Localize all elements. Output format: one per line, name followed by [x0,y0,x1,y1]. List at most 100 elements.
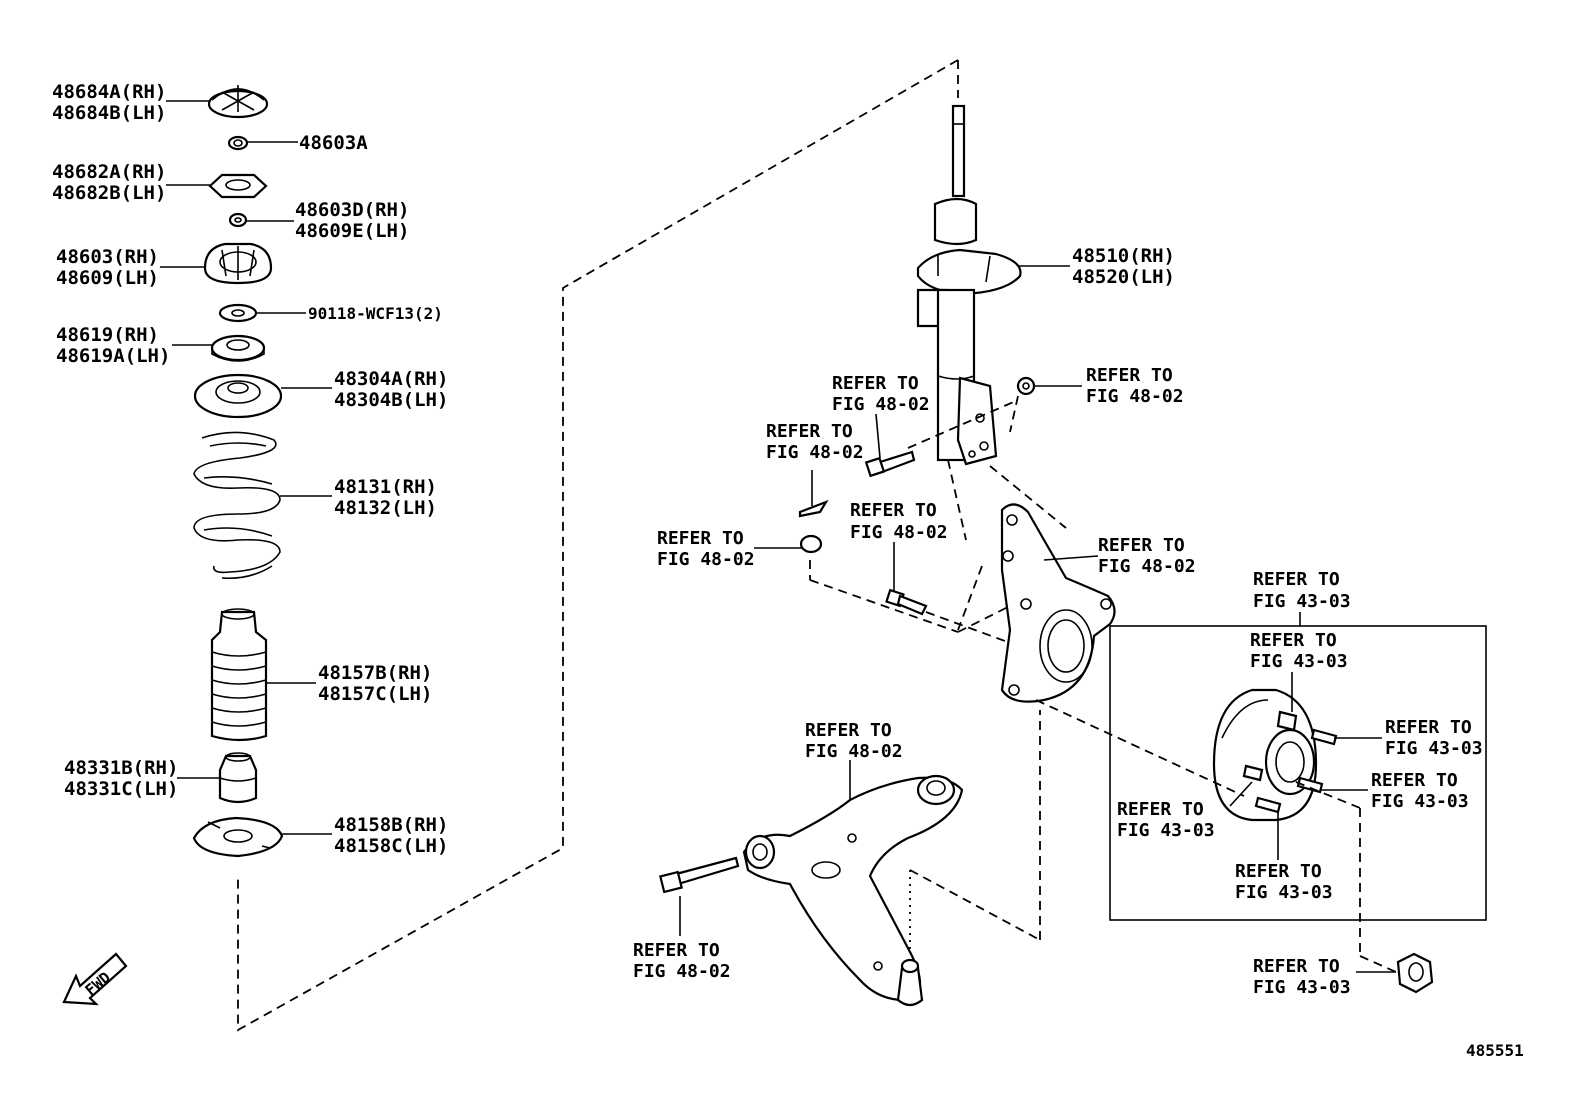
part-number-label: 48158B(RH) [334,814,448,836]
refer-to-callout: REFER TO FIG 43-03 [1253,569,1351,612]
refer-to-callout: REFER TO FIG 48-02 [766,421,864,463]
bellows-boot-part [210,608,268,742]
hub-detail-box [1109,625,1487,921]
refer-to-label: REFER TO [1385,717,1472,738]
refer-to-callout: REFER TO FIG 43-03 [1235,861,1333,903]
refer-fig-label: FIG 48-02 [657,549,755,570]
refer-to-label: REFER TO [633,940,720,961]
refer-to-callout: REFER TO FIG 43-03 [1117,799,1215,841]
refer-to-label: REFER TO [1086,365,1173,386]
refer-to-callout: REFER TO FIG 48-02 [832,373,930,459]
strut-bolt-part [864,450,916,478]
spring-seat-part [193,373,283,419]
refer-to-label: REFER TO [1117,799,1204,820]
refer-to-label: REFER TO [805,720,892,741]
part-number-label: 48510(RH) [1072,245,1175,267]
refer-fig-label: FIG 43-03 [1253,977,1351,998]
knuckle-bolt-part [885,588,928,616]
hub-nut-part [1396,952,1434,994]
strut-nut-part [1016,376,1036,396]
bump-stopper-part [218,752,258,804]
refer-fig-label: FIG 48-02 [832,394,930,415]
refer-to-label: REFER TO [832,373,919,394]
strut-mount-part [203,242,273,285]
part-number-label: 48603A [299,132,368,154]
part-number-label: 48682B(LH) [52,182,166,204]
refer-to-callout: REFER TO FIG 48-02 [1098,535,1196,577]
part-number-label: 48619(RH) [56,324,159,346]
refer-fig-label: FIG 48-02 [766,442,864,463]
refer-to-callout: REFER TO FIG 48-02 [657,528,802,570]
washer-part [218,303,258,323]
part-number-label: 48684A(RH) [52,81,166,103]
refer-to-callout: REFER TO FIG 43-03 [1253,956,1351,998]
lock-nut-part [228,212,248,228]
hub-bolts-part [1242,710,1338,814]
refer-to-callout: REFER TO FIG 48-02 [805,720,903,762]
arm-bolt-part [658,856,740,894]
dust-cap-part [207,85,269,119]
retainer-plate-part [208,173,268,199]
part-number-label: 48304A(RH) [334,368,448,390]
strut-dashlines [809,395,1067,649]
part-number-label: 48603D(RH) [295,199,409,221]
steering-knuckle-part [1000,503,1116,703]
part-number-label: 48609(LH) [56,267,159,289]
refer-fig-label: FIG 48-02 [1098,556,1196,577]
part-number-label: 48331C(LH) [64,778,178,800]
lower-control-arm-part [742,774,964,1007]
part-number-label: 48603(RH) [56,246,159,268]
refer-to-label: REFER TO [657,528,744,549]
refer-fig-label: FIG 43-03 [1371,791,1469,812]
part-number-label: 48682A(RH) [52,161,166,183]
refer-fig-label: FIG 48-02 [1086,386,1184,407]
refer-fig-label: FIG 48-02 [850,522,948,543]
nut-part [227,135,249,151]
part-number-label: 48157C(LH) [318,683,432,705]
flange-nut-part [799,534,823,554]
part-number-label: 48131(RH) [334,476,437,498]
refer-to-callout: REFER TO FIG 43-03 [1371,770,1469,812]
refer-fig-label: FIG 43-03 [1117,820,1215,841]
part-number-label: 48684B(LH) [52,102,166,124]
refer-to-label: REFER TO [1253,569,1340,590]
bearing-part [210,334,266,362]
refer-to-label: REFER TO [850,500,937,521]
refer-to-label: REFER TO [1250,630,1337,651]
part-number-label: 48609E(LH) [295,220,409,242]
knuckle-leader [1043,555,1099,561]
refer-fig-label: FIG 48-02 [633,961,731,982]
refer-to-label: REFER TO [766,421,853,442]
assembly-outline [237,59,959,1032]
refer-fig-label: FIG 48-02 [805,741,903,762]
part-number-label: 48132(LH) [334,497,437,519]
clip-part [798,470,829,518]
refer-to-callout: REFER TO FIG 43-03 [1385,717,1483,759]
hub-leaders [1035,672,1397,973]
refer-to-callout: REFER TO FIG 43-03 [1250,630,1348,672]
refer-to-label: REFER TO [1235,861,1322,882]
lower-arm-leaders [679,710,1041,950]
refer-fig-label: FIG 43-03 [1250,651,1348,672]
part-number-label: 48331B(RH) [64,757,178,779]
refer-fig-label: FIG 43-03 [1385,738,1483,759]
refer-to-callout: REFER TO FIG 48-02 [850,500,948,592]
refer-to-label: REFER TO [1253,956,1340,977]
part-number-label: 48619A(LH) [56,345,170,367]
refer-to-label: REFER TO [1098,535,1185,556]
lower-insulator-part [192,816,284,858]
coil-spring-part [193,431,281,580]
part-number-label: 90118-WCF13(2) [308,304,443,323]
part-number-label: 48520(LH) [1072,266,1175,288]
refer-to-callout: REFER TO FIG 48-02 [1034,365,1184,407]
refer-to-label: REFER TO [1371,770,1458,791]
part-number-label: 48158C(LH) [334,835,448,857]
part-number-label: 48304B(LH) [334,389,448,411]
left-leader-lines [160,100,332,835]
refer-fig-label: FIG 43-03 [1235,882,1333,903]
fwd-arrow-icon: FWD [62,952,128,1006]
refer-fig-label: FIG 43-03 [1253,591,1351,612]
refer-to-callout: REFER TO FIG 48-02 [633,940,731,982]
diagram-id: 485551 [1466,1041,1524,1060]
